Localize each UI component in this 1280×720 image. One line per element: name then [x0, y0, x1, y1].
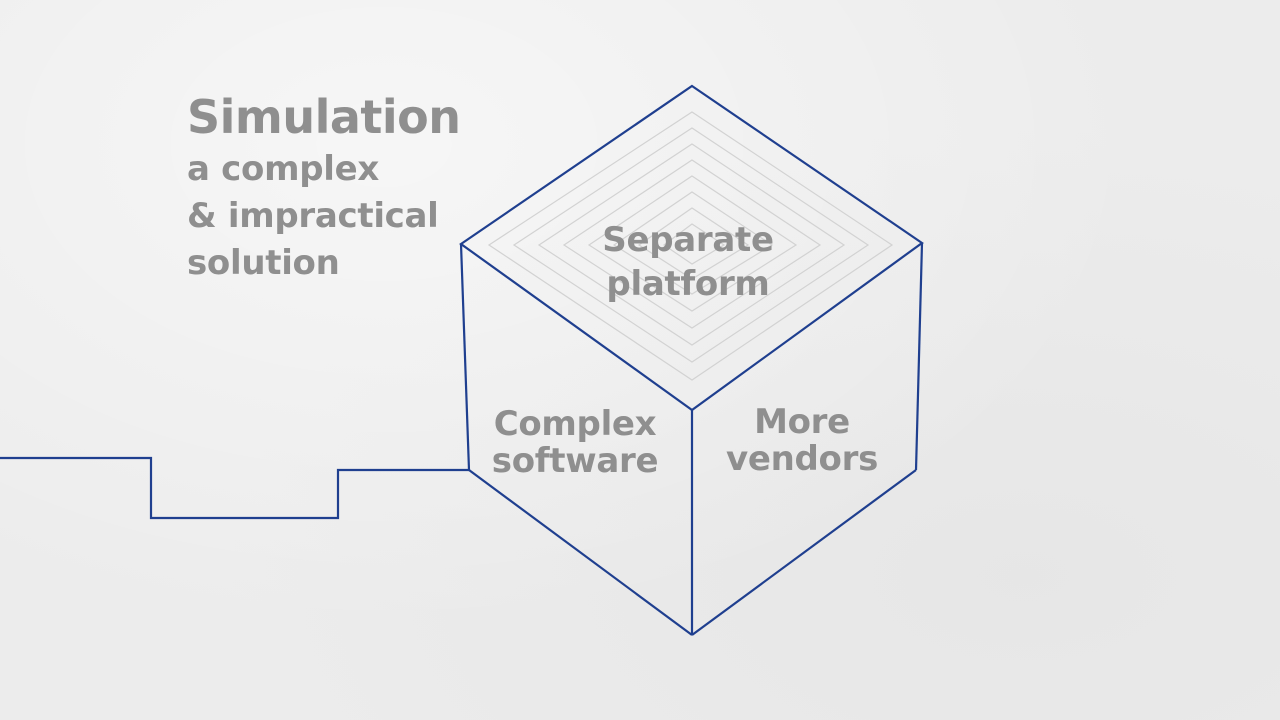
title-block: Simulation a complex & impractical solut… — [187, 88, 461, 287]
left-face-label-line-2: software — [491, 441, 659, 481]
right-face-label-line-1: More — [754, 402, 850, 442]
top-face-label: Separate platform — [602, 220, 774, 304]
maze-pattern — [487, 111, 894, 381]
subtitle-line-1: a complex — [187, 149, 380, 189]
subtitle-line-2: & impractical — [187, 196, 439, 236]
right-face-label: More vendors — [722, 404, 882, 478]
step-line — [0, 456, 469, 520]
left-face-label: Complex software — [490, 406, 660, 480]
left-face-label-line-1: Complex — [493, 404, 657, 444]
page-title: Simulation — [187, 90, 461, 144]
cube-outline — [459, 84, 924, 636]
subtitle-line-3: solution — [187, 243, 340, 283]
right-face-label-line-2: vendors — [725, 439, 879, 479]
